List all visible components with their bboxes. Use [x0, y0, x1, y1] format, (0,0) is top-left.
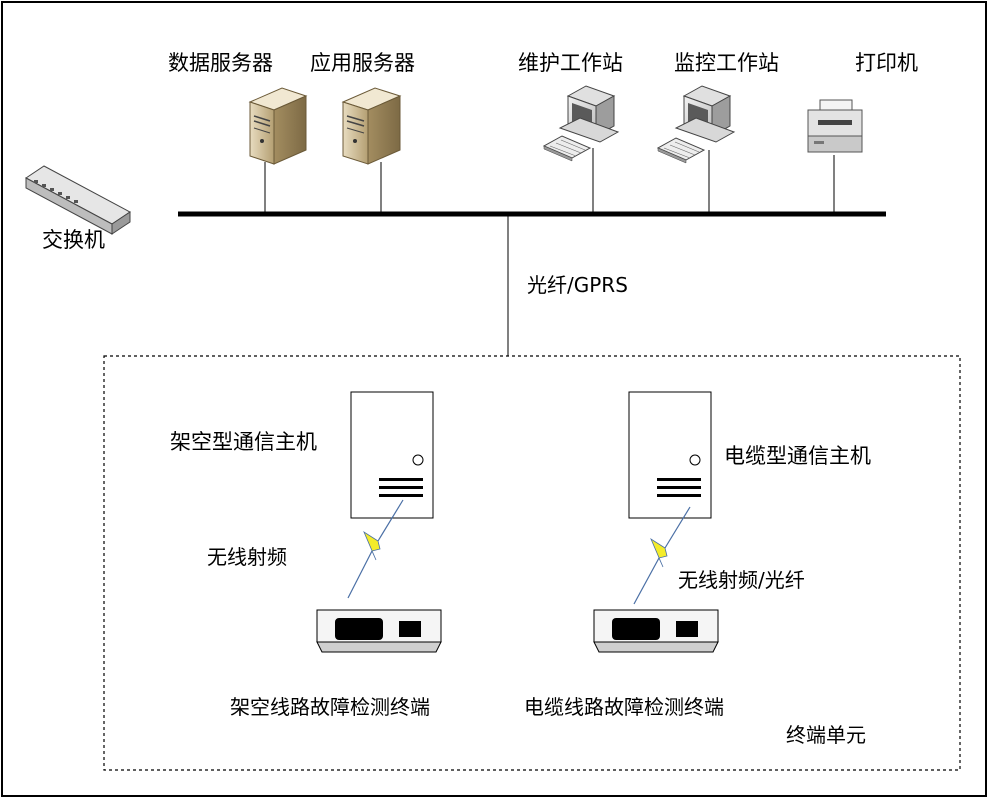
overhead-link-label: 无线射频 [207, 545, 287, 569]
monitor-ws-label: 监控工作站 [674, 51, 779, 75]
switch-label: 交换机 [42, 228, 105, 252]
network-switch-icon [25, 165, 131, 235]
maintenance-workstation-icon [542, 85, 620, 162]
cable-host-icon [628, 391, 712, 519]
app-server-icon [341, 87, 402, 165]
link-label: 光纤/GPRS [527, 273, 628, 297]
cable-host-label: 电缆型通信主机 [724, 444, 871, 468]
data-server-label: 数据服务器 [168, 51, 273, 75]
terminal-unit-region [103, 355, 961, 771]
maintenance-ws-label: 维护工作站 [518, 51, 623, 75]
data-server-icon [248, 87, 308, 165]
overhead-terminal-label: 架空线路故障检测终端 [230, 695, 430, 719]
terminal-unit-label: 终端单元 [786, 723, 866, 747]
overhead-terminal-icon [316, 609, 442, 653]
monitor-workstation-icon [656, 85, 736, 164]
overhead-host-label: 架空型通信主机 [170, 430, 317, 454]
overhead-lightning-icon [347, 499, 404, 599]
printer-label: 打印机 [855, 51, 918, 75]
printer-icon [807, 99, 863, 153]
cable-lightning-icon [633, 506, 691, 605]
overhead-host-icon [350, 391, 434, 519]
cable-link-label: 无线射频/光纤 [678, 568, 805, 592]
app-server-label: 应用服务器 [310, 51, 415, 75]
cable-terminal-label: 电缆线路故障检测终端 [524, 695, 724, 719]
cable-terminal-icon [593, 609, 719, 653]
